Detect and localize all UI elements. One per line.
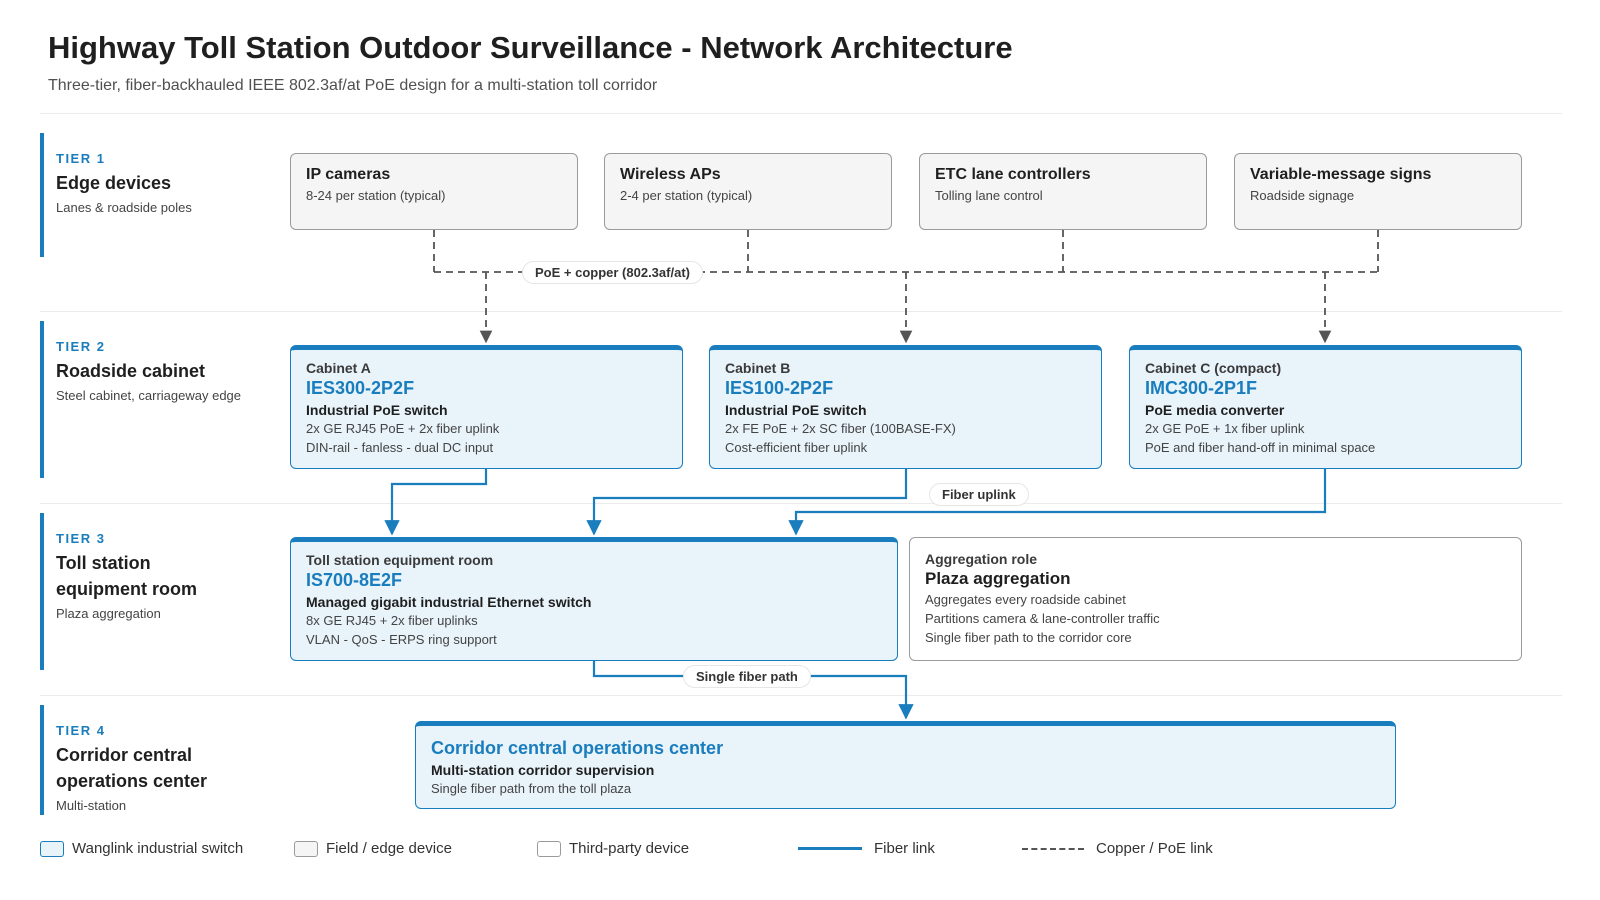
noc-role: Multi-station corridor supervision bbox=[431, 762, 655, 778]
edge-device-subtitle: 8-24 per station (typical) bbox=[306, 188, 446, 203]
copper-line-icon bbox=[1022, 847, 1084, 850]
tier-1-label: TIER 1 Edge devices Lanes & roadside pol… bbox=[40, 133, 270, 257]
tier-number: TIER 1 bbox=[56, 151, 106, 166]
device-spec: 8x GE RJ45 + 2x fiber uplinks bbox=[306, 613, 478, 628]
device-model: IES100-2P2F bbox=[725, 378, 834, 398]
aggregation-label: Aggregation role bbox=[925, 551, 1038, 567]
divider bbox=[40, 113, 1562, 114]
legend-label: Third-party device bbox=[569, 840, 690, 857]
equipment-room-switch-box[interactable]: Toll station equipment room IS700-8E2F M… bbox=[290, 537, 898, 661]
tier-description: Steel cabinet, carriageway edge bbox=[56, 388, 242, 403]
cabinet-label: Cabinet C (compact) bbox=[1145, 360, 1282, 376]
edge-device-wireless-aps[interactable]: Wireless APs 2-4 per station (typical) bbox=[604, 153, 892, 230]
legend-item-third-party: Third-party device bbox=[537, 840, 689, 857]
tier-name: Roadside cabinet bbox=[56, 361, 206, 381]
legend-label: Copper / PoE link bbox=[1096, 840, 1213, 857]
page-subtitle: Three-tier, fiber-backhauled IEEE 802.3a… bbox=[48, 77, 658, 94]
tier-description: Lanes & roadside poles bbox=[56, 200, 192, 215]
cabinet-c-box[interactable]: Cabinet C (compact) IMC300-2P1F PoE medi… bbox=[1129, 345, 1522, 469]
device-model: IMC300-2P1F bbox=[1145, 378, 1258, 398]
legend-item-fiber: Fiber link bbox=[798, 840, 935, 857]
tier-number: TIER 2 bbox=[56, 339, 106, 354]
device-model: IES300-2P2F bbox=[306, 378, 415, 398]
edge-device-title: Wireless APs bbox=[620, 166, 721, 183]
edge-device-vms-signs[interactable]: Variable-message signs Roadside signage bbox=[1234, 153, 1522, 230]
aggregation-line: Partitions camera & lane-controller traf… bbox=[925, 611, 1160, 626]
device-role: PoE media converter bbox=[1145, 402, 1285, 418]
tier-description: Multi-station bbox=[56, 798, 127, 813]
device-model: IS700-8E2F bbox=[306, 570, 403, 590]
tier-description: Plaza aggregation bbox=[56, 606, 161, 621]
single-fiber-label: Single fiber path bbox=[683, 665, 811, 688]
corridor-noc-box[interactable]: Corridor central operations center Multi… bbox=[415, 721, 1396, 809]
field-swatch-icon bbox=[294, 840, 318, 857]
edge-device-title: Variable-message signs bbox=[1250, 166, 1432, 183]
tier-3-label: TIER 3 Toll station equipment room Plaza… bbox=[40, 513, 270, 670]
device-spec: Cost-efficient fiber uplink bbox=[725, 440, 868, 455]
cabinet-b-box[interactable]: Cabinet B IES100-2P2F Industrial PoE swi… bbox=[709, 345, 1102, 469]
divider bbox=[40, 503, 1562, 504]
divider bbox=[40, 311, 1562, 312]
device-role: Industrial PoE switch bbox=[725, 402, 867, 418]
third-party-swatch-icon bbox=[537, 840, 561, 857]
legend-item-copper: Copper / PoE link bbox=[1022, 840, 1213, 857]
copper-link-label: PoE + copper (802.3af/at) bbox=[522, 261, 703, 284]
legend-label: Field / edge device bbox=[326, 840, 452, 857]
edge-device-subtitle: Tolling lane control bbox=[935, 188, 1043, 203]
copper-links bbox=[433, 230, 1379, 344]
edge-device-subtitle: Roadside signage bbox=[1250, 188, 1355, 203]
tier-4-label: TIER 4 Corridor central operations cente… bbox=[40, 705, 270, 815]
aggregation-line: Single fiber path to the corridor core bbox=[925, 630, 1132, 645]
legend-label: Fiber link bbox=[874, 840, 935, 857]
aggregation-line: Aggregates every roadside cabinet bbox=[925, 592, 1126, 607]
fiber-link-cabinet-b bbox=[586, 469, 908, 536]
room-label: Toll station equipment room bbox=[306, 552, 494, 568]
aggregation-title: Plaza aggregation bbox=[925, 569, 1071, 588]
device-spec: PoE and fiber hand-off in minimal space bbox=[1145, 440, 1376, 455]
device-spec: 2x FE PoE + 2x SC fiber (100BASE-FX) bbox=[725, 421, 956, 436]
cabinet-label: Cabinet B bbox=[725, 360, 791, 376]
tier-number: TIER 3 bbox=[56, 531, 106, 546]
aggregation-role-box[interactable]: Aggregation role Plaza aggregation Aggre… bbox=[909, 537, 1522, 661]
legend-item-wanglink: Wanglink industrial switch bbox=[40, 840, 243, 857]
edge-device-subtitle: 2-4 per station (typical) bbox=[620, 188, 753, 203]
tier-name: Toll station equipment room bbox=[56, 553, 198, 599]
cabinet-a-box[interactable]: Cabinet A IES300-2P2F Industrial PoE swi… bbox=[290, 345, 683, 469]
legend-item-field: Field / edge device bbox=[294, 840, 452, 857]
noc-description: Single fiber path from the toll plaza bbox=[431, 781, 632, 796]
tier-number: TIER 4 bbox=[56, 723, 106, 738]
divider bbox=[40, 695, 1562, 696]
tier-name: Corridor central operations center bbox=[56, 745, 208, 791]
device-role: Managed gigabit industrial Ethernet swit… bbox=[306, 594, 592, 610]
wanglink-swatch-icon bbox=[40, 840, 64, 857]
edge-device-title: IP cameras bbox=[306, 166, 391, 183]
legend-label: Wanglink industrial switch bbox=[72, 840, 244, 857]
device-spec: VLAN - QoS - ERPS ring support bbox=[306, 632, 497, 647]
page-title: Highway Toll Station Outdoor Surveillanc… bbox=[48, 30, 1013, 65]
device-role: Industrial PoE switch bbox=[306, 402, 448, 418]
fiber-uplink-label: Fiber uplink bbox=[929, 483, 1029, 506]
tier-2-label: TIER 2 Roadside cabinet Steel cabinet, c… bbox=[40, 321, 270, 478]
noc-title: Corridor central operations center bbox=[431, 738, 724, 758]
tier-name: Edge devices bbox=[56, 173, 172, 193]
edge-device-etc-controllers[interactable]: ETC lane controllers Tolling lane contro… bbox=[919, 153, 1207, 230]
device-spec: DIN-rail - fanless - dual DC input bbox=[306, 440, 494, 455]
fiber-link-cabinet-a bbox=[384, 469, 488, 536]
cabinet-label: Cabinet A bbox=[306, 360, 371, 376]
edge-device-title: ETC lane controllers bbox=[935, 166, 1091, 183]
device-spec: 2x GE PoE + 1x fiber uplink bbox=[1145, 421, 1305, 436]
fiber-line-icon bbox=[798, 847, 862, 850]
fiber-link-cabinet-c bbox=[788, 469, 1327, 536]
device-spec: 2x GE RJ45 PoE + 2x fiber uplink bbox=[306, 421, 500, 436]
edge-device-ip-cameras[interactable]: IP cameras 8-24 per station (typical) bbox=[290, 153, 578, 230]
